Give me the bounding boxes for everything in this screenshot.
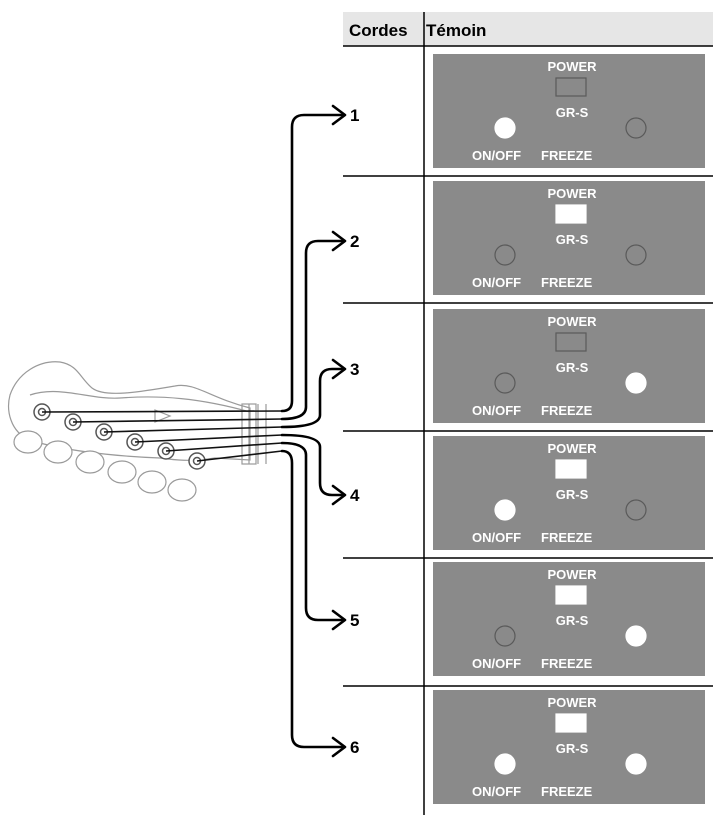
model-label: GR-S bbox=[556, 613, 589, 628]
arrow-string-4 bbox=[280, 433, 346, 497]
headstock-inner-line bbox=[29, 391, 251, 413]
power-indicator bbox=[555, 585, 587, 605]
model-label: GR-S bbox=[556, 487, 589, 502]
indicator-panel-2: POWER GR-S ON/OFF FREEZE bbox=[433, 181, 705, 295]
arrow-string-2 bbox=[280, 239, 346, 421]
string-number-5: 5 bbox=[350, 611, 359, 630]
power-label: POWER bbox=[547, 567, 597, 582]
panel-background bbox=[433, 181, 705, 295]
freeze-indicator bbox=[625, 625, 647, 647]
panel-background bbox=[433, 54, 705, 168]
guitar-headstock bbox=[8, 361, 267, 465]
power-indicator bbox=[555, 77, 587, 97]
row-separators bbox=[343, 175, 713, 687]
onoff-indicator bbox=[494, 753, 516, 775]
string-tree-icon bbox=[154, 409, 172, 423]
indicator-panel-6: POWER GR-S ON/OFF FREEZE bbox=[433, 690, 705, 804]
onoff-indicator bbox=[494, 372, 516, 394]
model-label: GR-S bbox=[556, 105, 589, 120]
onoff-label: ON/OFF bbox=[472, 403, 521, 418]
onoff-indicator bbox=[494, 244, 516, 266]
table-header: Cordes Témoin bbox=[343, 12, 713, 815]
onoff-indicator bbox=[494, 625, 516, 647]
tuning-peg-5 bbox=[137, 470, 167, 494]
model-label: GR-S bbox=[556, 232, 589, 247]
freeze-label: FREEZE bbox=[541, 403, 593, 418]
header-indicator: Témoin bbox=[426, 21, 486, 40]
onoff-label: ON/OFF bbox=[472, 784, 521, 799]
power-indicator bbox=[555, 459, 587, 479]
panel-background bbox=[433, 436, 705, 550]
model-label: GR-S bbox=[556, 741, 589, 756]
indicator-panel-3: POWER GR-S ON/OFF FREEZE bbox=[433, 309, 705, 423]
power-label: POWER bbox=[547, 59, 597, 74]
freeze-label: FREEZE bbox=[541, 148, 593, 163]
arrow-string-1 bbox=[280, 113, 346, 413]
onoff-label: ON/OFF bbox=[472, 148, 521, 163]
string-number-3: 3 bbox=[350, 360, 359, 379]
arrow-string-3 bbox=[280, 367, 346, 429]
onoff-label: ON/OFF bbox=[472, 530, 521, 545]
string-numbers: 1 2 3 4 5 6 bbox=[350, 106, 360, 757]
power-label: POWER bbox=[547, 314, 597, 329]
freeze-indicator bbox=[625, 372, 647, 394]
indicator-panel-1: POWER GR-S ON/OFF FREEZE bbox=[433, 54, 705, 168]
string-number-6: 6 bbox=[350, 738, 359, 757]
string-arrows bbox=[280, 104, 347, 758]
panel-background bbox=[433, 562, 705, 676]
model-label: GR-S bbox=[556, 360, 589, 375]
onoff-label: ON/OFF bbox=[472, 656, 521, 671]
freeze-label: FREEZE bbox=[541, 784, 593, 799]
tuning-peg-1 bbox=[13, 430, 43, 454]
panel-background bbox=[433, 309, 705, 423]
power-indicator bbox=[555, 332, 587, 352]
power-label: POWER bbox=[547, 441, 597, 456]
power-indicator bbox=[555, 204, 587, 224]
string-number-1: 1 bbox=[350, 106, 359, 125]
freeze-label: FREEZE bbox=[541, 530, 593, 545]
indicator-panel-5: POWER GR-S ON/OFF FREEZE bbox=[433, 562, 705, 676]
arrow-string-6 bbox=[280, 449, 346, 749]
tuning-peg-4 bbox=[107, 460, 137, 484]
freeze-indicator bbox=[625, 117, 647, 139]
string-number-4: 4 bbox=[350, 486, 360, 505]
onoff-label: ON/OFF bbox=[472, 275, 521, 290]
tuning-peg-6 bbox=[167, 478, 197, 502]
freeze-indicator bbox=[625, 753, 647, 775]
header-strings: Cordes bbox=[349, 21, 408, 40]
power-label: POWER bbox=[547, 186, 597, 201]
freeze-label: FREEZE bbox=[541, 656, 593, 671]
arrow-string-5 bbox=[280, 441, 346, 622]
freeze-label: FREEZE bbox=[541, 275, 593, 290]
indicator-panel-4: POWER GR-S ON/OFF FREEZE bbox=[433, 436, 705, 550]
power-label: POWER bbox=[547, 695, 597, 710]
panel-background bbox=[433, 690, 705, 804]
tuning-peg-3 bbox=[75, 450, 105, 474]
power-indicator bbox=[555, 713, 587, 733]
headstock-outline bbox=[8, 361, 251, 461]
freeze-indicator bbox=[625, 244, 647, 266]
tuning-pegs bbox=[13, 430, 197, 502]
freeze-indicator bbox=[625, 499, 647, 521]
tuning-peg-2 bbox=[43, 440, 73, 464]
header-background bbox=[343, 12, 713, 46]
onoff-indicator bbox=[494, 117, 516, 139]
string-number-2: 2 bbox=[350, 232, 359, 251]
guitar-strings bbox=[41, 410, 283, 462]
onoff-indicator bbox=[494, 499, 516, 521]
